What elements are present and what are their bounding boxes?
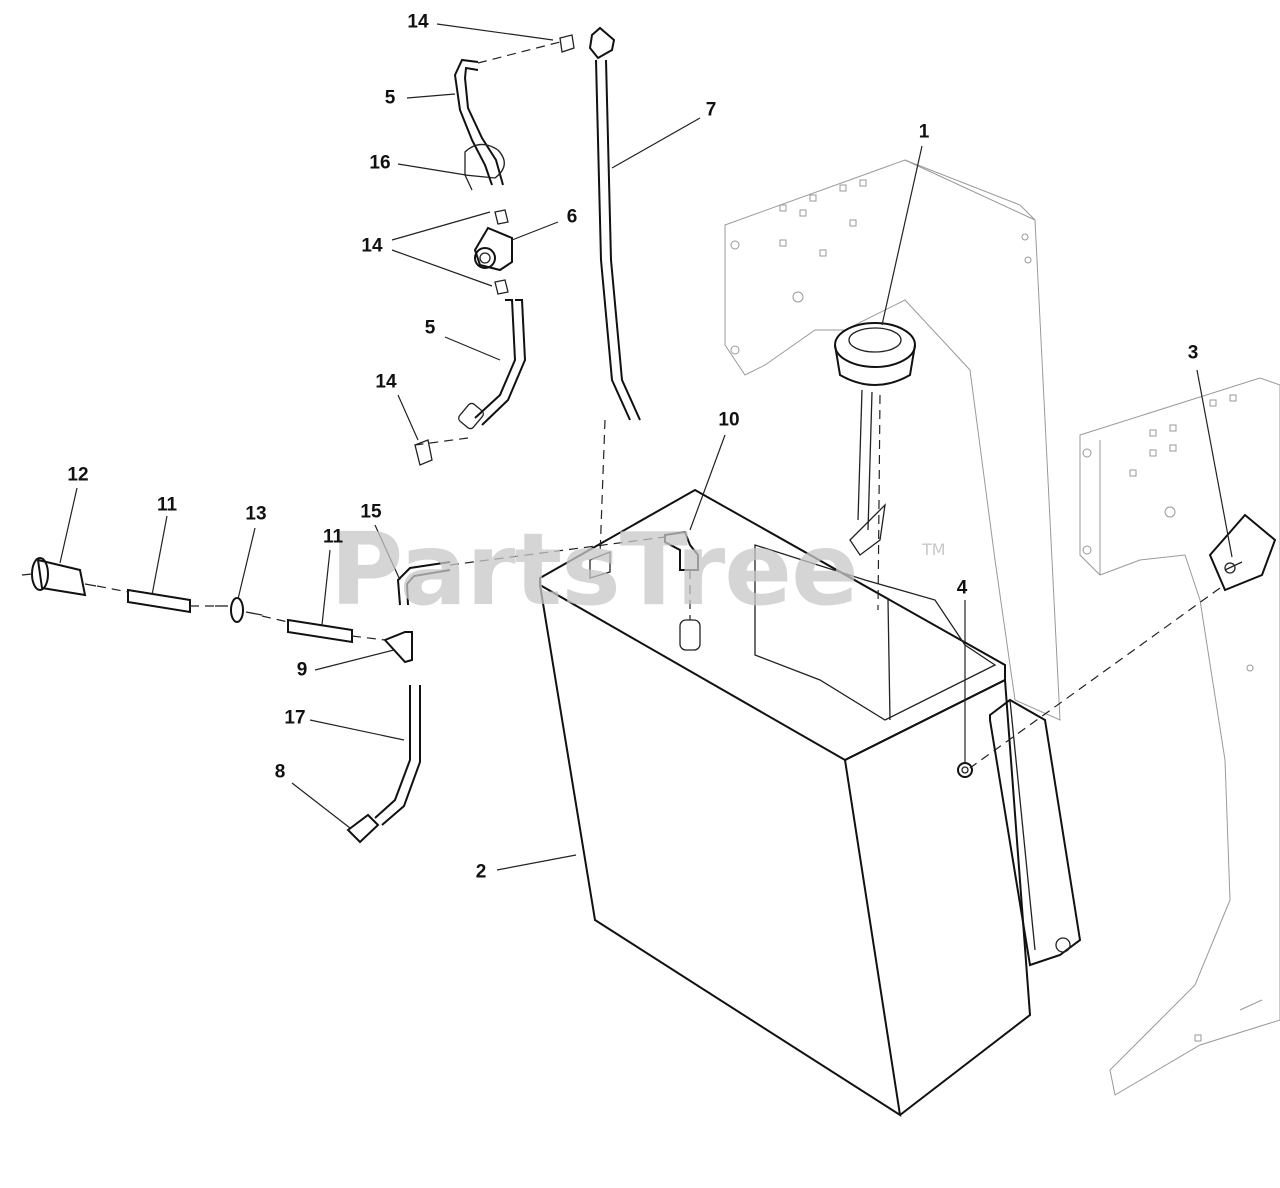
watermark-trademark: TM: [922, 540, 946, 559]
callout-12: 12: [67, 464, 89, 486]
callout-14-valve: 14: [361, 235, 383, 257]
callout-9: 9: [296, 659, 308, 681]
fitting-8: [346, 813, 380, 844]
callout-10: 10: [718, 409, 740, 431]
hex-nut-4: [957, 762, 973, 778]
fuel-tank: [539, 488, 1032, 1118]
watermark: PartsTree: [330, 511, 859, 628]
callout-11-left: 11: [156, 494, 178, 516]
assembly-lines: [96, 41, 1221, 769]
frame-plate-right: [1079, 377, 1280, 1096]
hose-clamp-14-top: [559, 34, 575, 53]
fitting-13: [215, 597, 263, 623]
callout-2: 2: [475, 861, 487, 883]
callout-5-lower: 5: [424, 317, 436, 339]
callout-14-top: 14: [407, 11, 429, 33]
callout-16: 16: [369, 152, 391, 174]
callout-13: 13: [245, 503, 267, 525]
hose-17: [374, 685, 421, 826]
shutoff-valve-6: [473, 209, 513, 295]
leader-lines: [59, 23, 1233, 871]
callout-17: 17: [284, 707, 306, 729]
elbow-fitting-10: [664, 530, 699, 571]
callout-11-right: 11: [322, 526, 344, 548]
vent-hose-7: [588, 26, 641, 421]
tank-bracket: [989, 698, 1082, 967]
plate-screw-3: [1208, 513, 1277, 592]
fuel-cap: [834, 322, 916, 556]
tee-fitting-9: [383, 631, 413, 664]
callout-6: 6: [566, 206, 578, 228]
hose-5-upper: [453, 58, 505, 191]
frame-plate-left: [724, 159, 1061, 721]
hose-clamp-14-bottom: [414, 439, 433, 466]
callout-7: 7: [705, 99, 717, 121]
callout-1: 1: [918, 121, 930, 143]
callout-8: 8: [274, 761, 286, 783]
callout-15: 15: [360, 501, 382, 523]
fuel-filter-12: [21, 557, 97, 597]
callout-3: 3: [1187, 342, 1199, 364]
callout-14-bottom: 14: [375, 371, 397, 393]
hose-15: [396, 561, 451, 606]
callout-4: 4: [956, 577, 968, 599]
callout-5-upper: 5: [384, 87, 396, 109]
fuel-line-11-left: [127, 588, 191, 614]
hose-5-lower: [458, 299, 527, 430]
fuel-line-11-right: [287, 618, 353, 644]
